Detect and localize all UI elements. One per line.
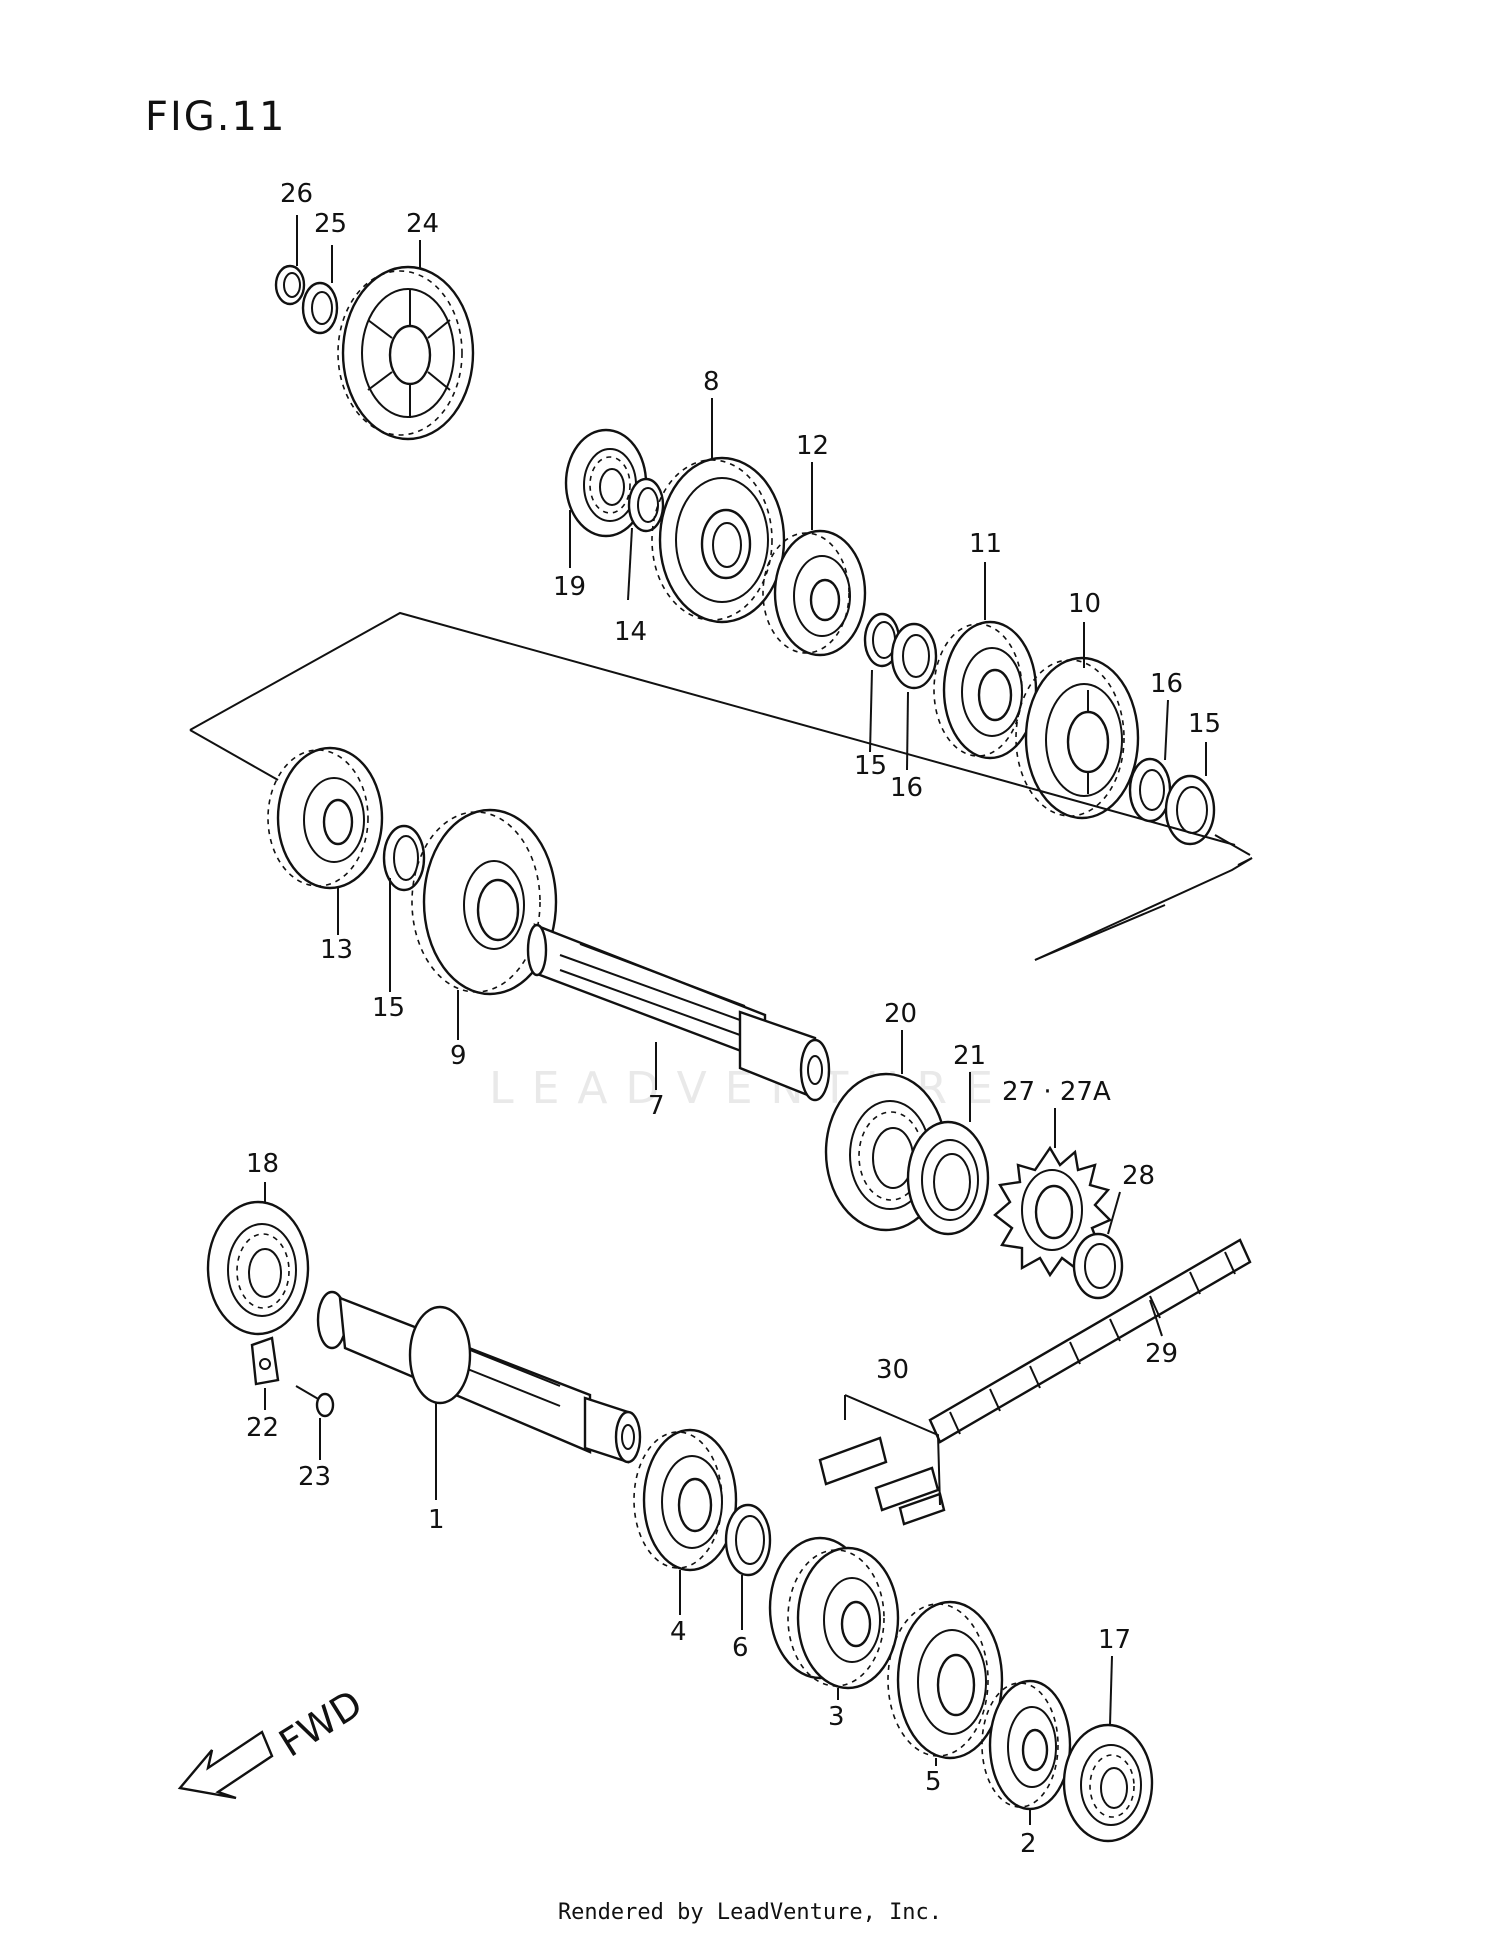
gear-part-3 xyxy=(768,1536,900,1690)
callout-5: 5 xyxy=(925,1767,942,1797)
gear-part-9 xyxy=(411,808,558,996)
callout-6: 6 xyxy=(732,1633,749,1663)
callout-18: 18 xyxy=(246,1149,279,1179)
callout-21: 21 xyxy=(953,1041,986,1071)
assembly-bracket-line-3 xyxy=(1237,857,1253,866)
bearing-part-17 xyxy=(1062,1723,1154,1843)
callout-3: 3 xyxy=(828,1702,845,1732)
callout-16-upper: 16 xyxy=(890,773,923,803)
callout-9: 9 xyxy=(450,1041,467,1071)
callout-20: 20 xyxy=(884,999,917,1029)
callout-4: 4 xyxy=(670,1617,687,1647)
washer-part-14 xyxy=(627,477,665,533)
callout-29: 29 xyxy=(1145,1339,1178,1369)
circlip-part-15-right xyxy=(1164,774,1216,846)
callout-26: 26 xyxy=(280,179,313,209)
callout-19: 19 xyxy=(553,572,586,602)
forward-direction-label: FWD xyxy=(271,1681,370,1765)
washer-part-16-right xyxy=(1128,757,1172,823)
gear-part-8 xyxy=(651,456,786,624)
callout-22: 22 xyxy=(246,1413,279,1443)
gear-part-24 xyxy=(337,265,475,441)
mainshaft-part-1 xyxy=(316,1290,642,1464)
assembly-bracket-bottom xyxy=(1034,904,1166,961)
callout-15-upper: 15 xyxy=(854,751,887,781)
gear-part-13 xyxy=(267,746,384,890)
circlip-part-26 xyxy=(274,264,306,306)
gear-part-10 xyxy=(1015,656,1140,820)
gear-part-11 xyxy=(933,620,1038,760)
callout-13: 13 xyxy=(320,935,353,965)
figure-title: FIG.11 xyxy=(145,94,286,140)
washer-part-16-upper xyxy=(890,622,938,690)
oil-seal-part-21 xyxy=(906,1120,990,1236)
callout-30: 30 xyxy=(876,1355,909,1385)
bearing-part-18 xyxy=(206,1200,310,1336)
assembly-bracket-left xyxy=(189,729,279,781)
countershaft-part-7 xyxy=(526,923,831,1102)
callout-1: 1 xyxy=(428,1505,445,1535)
gear-part-2 xyxy=(981,1679,1072,1811)
assembly-bracket-line xyxy=(1034,857,1253,961)
callout-28: 28 xyxy=(1122,1161,1155,1191)
gear-part-12 xyxy=(762,529,867,657)
circlip-part-15-middle xyxy=(382,824,426,892)
leader-lines xyxy=(264,215,1207,1825)
callout-10: 10 xyxy=(1068,589,1101,619)
callout-24: 24 xyxy=(406,209,439,239)
gear-part-4 xyxy=(633,1428,738,1572)
callout-8: 8 xyxy=(703,367,720,397)
circlip-part-6 xyxy=(724,1503,772,1577)
callout-14: 14 xyxy=(614,617,647,647)
callout-27-27a: 27 · 27A xyxy=(1002,1077,1111,1107)
callout-11: 11 xyxy=(969,529,1002,559)
callout-15-middle: 15 xyxy=(372,993,405,1023)
footer-credit: Rendered by LeadVenture, Inc. xyxy=(557,1900,943,1925)
screw-part-23 xyxy=(295,1385,335,1418)
bearing-retainer-part-22 xyxy=(250,1336,280,1386)
forward-direction-arrow xyxy=(177,1730,274,1800)
callout-23: 23 xyxy=(298,1462,331,1492)
callout-7: 7 xyxy=(648,1091,665,1121)
gear-part-5 xyxy=(887,1600,1004,1760)
washer-part-25 xyxy=(301,281,339,335)
callout-16-right: 16 xyxy=(1150,669,1183,699)
callout-2: 2 xyxy=(1020,1829,1037,1859)
master-link-part-30 xyxy=(818,1394,946,1526)
circlip-part-28 xyxy=(1072,1232,1124,1300)
assembly-bracket-top xyxy=(189,611,1236,846)
callout-15-right: 15 xyxy=(1188,709,1221,739)
callout-12: 12 xyxy=(796,431,829,461)
callout-17: 17 xyxy=(1098,1625,1131,1655)
callout-25: 25 xyxy=(314,209,347,239)
